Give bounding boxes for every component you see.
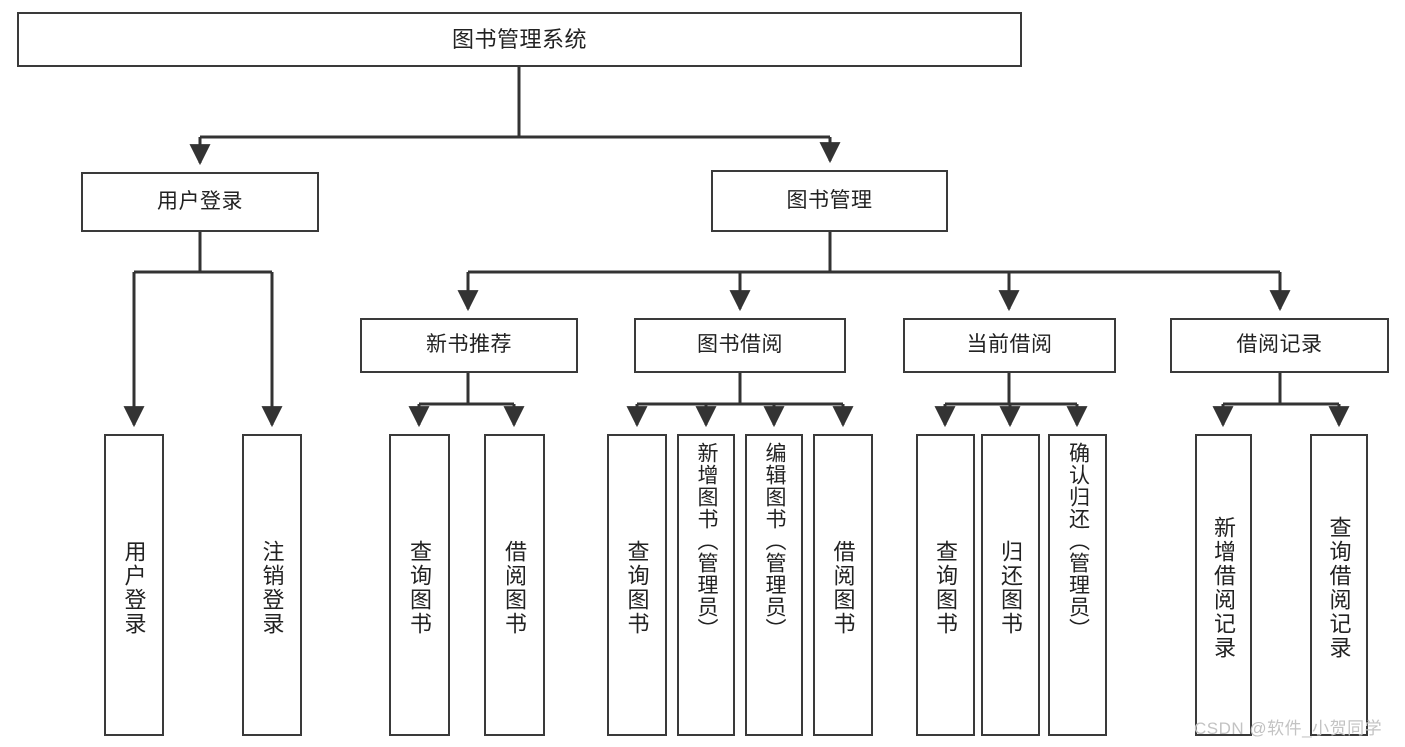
node-label: 编辑图书（管理员） bbox=[763, 442, 787, 640]
leaf-add-book-admin[interactable]: 新增图书（管理员） bbox=[677, 434, 735, 736]
node-label: 注销登录 bbox=[259, 540, 285, 636]
node-label: 图书借阅 bbox=[697, 333, 783, 357]
leaf-user-login[interactable]: 用户登录 bbox=[104, 434, 164, 736]
leaf-query-book-borrow[interactable]: 查询图书 bbox=[607, 434, 667, 736]
leaf-query-book-recommend[interactable]: 查询图书 bbox=[389, 434, 450, 736]
node-label: 图书管理系统 bbox=[451, 26, 587, 52]
csdn-watermark: CSDN @软件_小贺同学 bbox=[1194, 719, 1383, 738]
leaf-query-book-current[interactable]: 查询图书 bbox=[916, 434, 975, 736]
leaf-edit-book-admin[interactable]: 编辑图书（管理员） bbox=[745, 434, 803, 736]
node-label: 查询图书 bbox=[624, 540, 650, 636]
node-label: 借阅图书 bbox=[502, 540, 528, 636]
leaf-add-borrow-record[interactable]: 新增借阅记录 bbox=[1195, 434, 1252, 736]
node-label: 新增借阅记录 bbox=[1211, 516, 1237, 660]
leaf-borrow-book-recommend[interactable]: 借阅图书 bbox=[484, 434, 545, 736]
leaf-user-logout[interactable]: 注销登录 bbox=[242, 434, 302, 736]
leaf-return-book[interactable]: 归还图书 bbox=[981, 434, 1040, 736]
node-label: 归还图书 bbox=[998, 540, 1024, 636]
leaf-query-borrow-record[interactable]: 查询借阅记录 bbox=[1310, 434, 1368, 736]
node-book-management[interactable]: 图书管理 bbox=[711, 170, 948, 232]
leaf-borrow-book[interactable]: 借阅图书 bbox=[813, 434, 873, 736]
node-current-borrow[interactable]: 当前借阅 bbox=[903, 318, 1116, 373]
node-label: 查询借阅记录 bbox=[1326, 516, 1352, 660]
node-book-management-system[interactable]: 图书管理系统 bbox=[17, 12, 1022, 67]
node-label: 当前借阅 bbox=[966, 333, 1053, 357]
node-label: 图书管理 bbox=[786, 188, 873, 212]
node-label: 用户登录 bbox=[157, 189, 243, 213]
leaf-confirm-return-admin[interactable]: 确认归还（管理员） bbox=[1048, 434, 1107, 736]
node-new-book-recommend[interactable]: 新书推荐 bbox=[360, 318, 578, 373]
node-label: 借阅记录 bbox=[1236, 333, 1323, 357]
node-label: 查询图书 bbox=[933, 540, 959, 636]
node-label: 新增图书（管理员） bbox=[695, 442, 719, 640]
node-book-borrow[interactable]: 图书借阅 bbox=[634, 318, 846, 373]
node-label: 新书推荐 bbox=[426, 333, 512, 357]
node-label: 用户登录 bbox=[121, 540, 147, 636]
node-user-login[interactable]: 用户登录 bbox=[81, 172, 319, 232]
node-label: 查询图书 bbox=[407, 540, 433, 636]
node-label: 借阅图书 bbox=[830, 540, 856, 636]
node-label: 确认归还（管理员） bbox=[1066, 442, 1090, 640]
node-borrow-record[interactable]: 借阅记录 bbox=[1170, 318, 1389, 373]
